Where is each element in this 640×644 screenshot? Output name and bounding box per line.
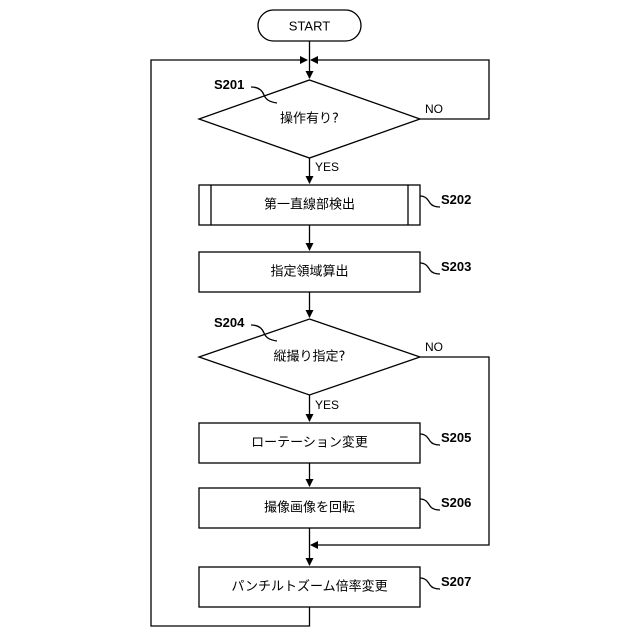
s204-leader: [251, 325, 277, 341]
s206-id: S206: [441, 496, 471, 509]
s201-id: S201: [214, 78, 244, 91]
s201-text: 操作有り?: [280, 113, 339, 126]
s205-id: S205: [441, 431, 471, 444]
s204-no-label: NO: [425, 341, 443, 353]
s202-leader: [420, 196, 440, 207]
s205-leader: [420, 434, 440, 445]
s207-text: パンチルトズーム倍率変更: [231, 581, 387, 594]
s207-leader: [420, 578, 440, 589]
s201-no-label: NO: [425, 103, 443, 115]
s206-leader: [420, 499, 440, 510]
s203-text: 指定領域算出: [270, 266, 348, 279]
s206-text: 撮像画像を回転: [264, 502, 355, 515]
s201-yes-label: YES: [315, 161, 339, 173]
s202-id: S202: [441, 193, 471, 206]
s204-text: 縦撮り指定?: [274, 351, 346, 364]
s205-text: ローテーション変更: [251, 437, 368, 450]
return-loop: [151, 60, 310, 626]
s201-leader: [251, 87, 277, 103]
s204-yes-label: YES: [315, 399, 339, 411]
s202-text: 第一直線部検出: [264, 199, 355, 212]
s203-leader: [420, 263, 440, 274]
s207-id: S207: [441, 575, 471, 588]
start-label: START: [289, 20, 330, 33]
s204-id: S204: [214, 316, 244, 329]
s203-id: S203: [441, 260, 471, 273]
